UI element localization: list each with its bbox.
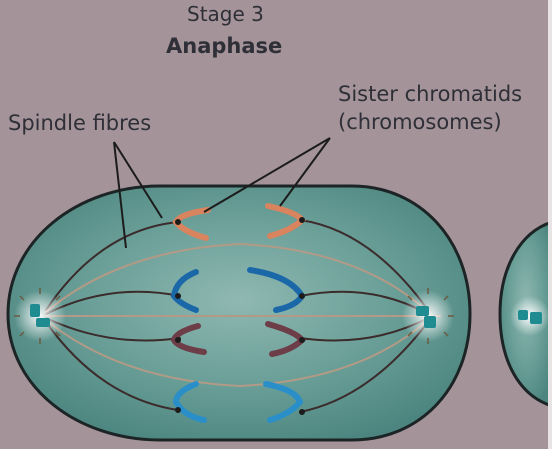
centromeres bbox=[175, 217, 305, 415]
chromatid-lightblue-left bbox=[172, 381, 207, 423]
stage-label: Stage 3 bbox=[187, 2, 264, 26]
centriole-adjacent bbox=[510, 296, 550, 336]
sister-chromatids-label: Sister chromatids bbox=[338, 82, 523, 106]
leader-lines bbox=[113, 137, 331, 249]
spindle-fibres-label: Spindle fibres bbox=[8, 111, 152, 135]
phase-label: Anaphase bbox=[166, 34, 283, 58]
edge-strip bbox=[548, 0, 552, 449]
centriole-right bbox=[402, 288, 454, 344]
chromatid-lightblue-right bbox=[263, 381, 304, 423]
chromatid-maroon-left bbox=[170, 323, 207, 355]
cell-membrane bbox=[6, 184, 472, 442]
centriole-left bbox=[14, 288, 66, 344]
chromatid-blue-left bbox=[170, 269, 199, 313]
chromosomes-label: (chromosomes) bbox=[338, 110, 502, 134]
